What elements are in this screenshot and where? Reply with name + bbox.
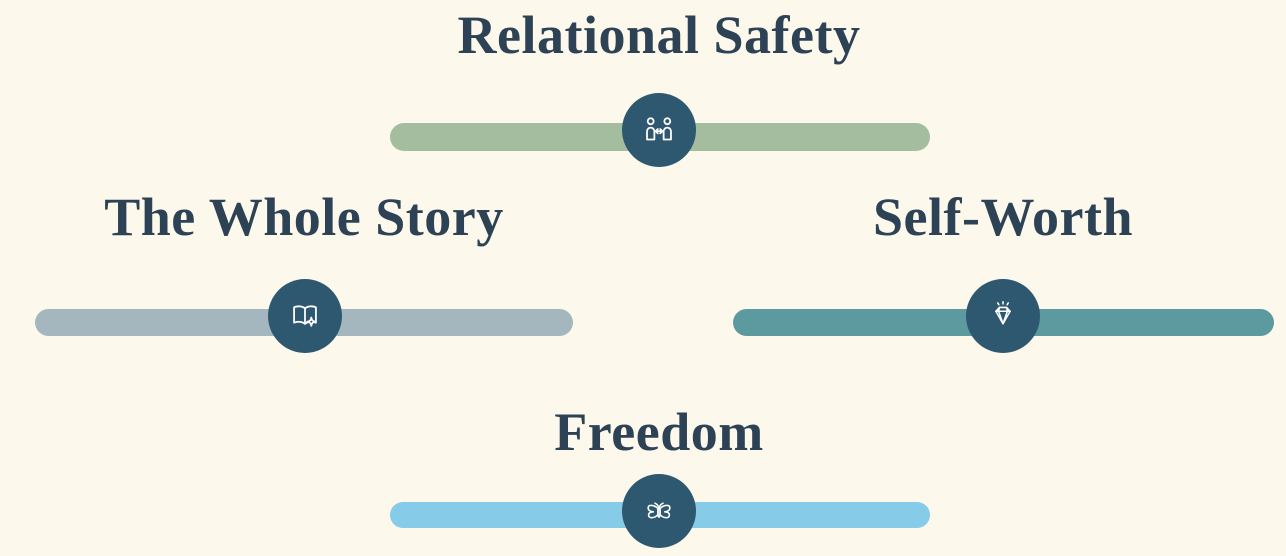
pillar-title-the-whole-story: The Whole Story (104, 187, 504, 247)
pillar-title-freedom: Freedom (554, 402, 764, 462)
icon-badge-self-worth (966, 279, 1040, 353)
icon-badge-relational-safety (622, 93, 696, 167)
icon-badge-the-whole-story (268, 279, 342, 353)
butterfly-icon (647, 502, 671, 519)
icon-badge-freedom (622, 474, 696, 548)
people-connection-icon (646, 117, 672, 141)
pillar-title-self-worth: Self-Worth (873, 187, 1133, 247)
diamond-icon (995, 300, 1011, 325)
pillar-title-relational-safety: Relational Safety (457, 5, 861, 65)
open-book-sparkle-icon (293, 305, 317, 327)
